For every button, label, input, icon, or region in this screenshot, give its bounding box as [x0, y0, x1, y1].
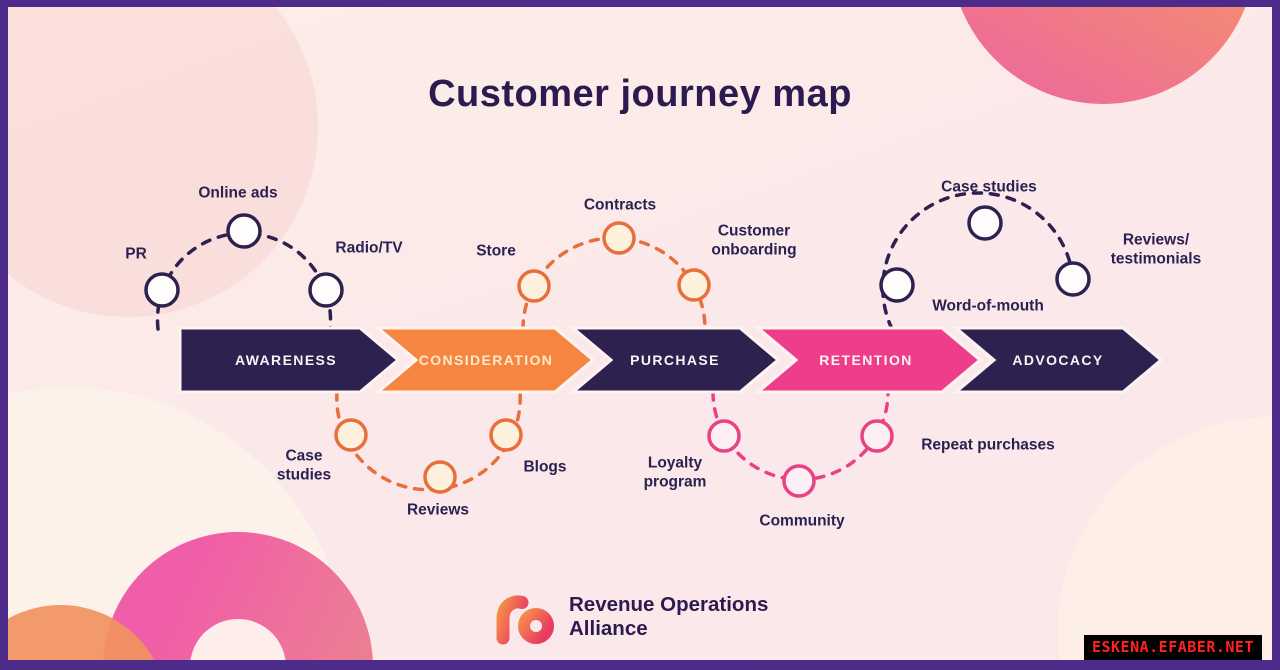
node-community — [782, 464, 816, 498]
label-radio-tv: Radio/TV — [335, 239, 403, 257]
stage-label-purchase: PURCHASE — [630, 352, 720, 368]
label-blogs: Blogs — [523, 458, 567, 476]
label-case-studies-advocacy: Case studies — [941, 178, 1037, 196]
stage-arrows — [178, 326, 1164, 394]
dark-touchpoint-nodes — [144, 205, 1091, 308]
node-case-studies — [334, 418, 368, 452]
revenue-operations-alliance-logo: Revenue Operations Alliance — [494, 589, 768, 645]
label-reviews: Reviews — [406, 501, 470, 519]
label-store: Store — [476, 242, 516, 260]
node-online-ads — [226, 213, 262, 249]
node-store — [517, 269, 551, 303]
node-blogs — [489, 418, 523, 452]
node-loyalty-program — [707, 419, 741, 453]
label-word-of-mouth: Word-of-mouth — [932, 297, 1044, 315]
page-title: Customer journey map — [428, 73, 852, 115]
label-loyalty-program: Loyalty program — [643, 454, 707, 491]
node-customer-onboarding — [677, 268, 711, 302]
node-contracts — [602, 221, 636, 255]
logo-text-line2: Alliance — [569, 617, 648, 640]
arrow-purchase — [568, 326, 781, 394]
stage-label-advocacy: ADVOCACY — [1012, 352, 1103, 368]
node-reviews-testimonials — [1055, 261, 1091, 297]
journey-diagram: AWARENESS CONSIDERATION PURCHASE RETENTI… — [144, 191, 1164, 498]
orange-touchpoint-nodes — [334, 221, 711, 494]
arrow-retention — [753, 326, 983, 394]
logo-text-line1: Revenue Operations — [569, 592, 769, 616]
arrow-consideration — [373, 326, 596, 394]
node-case-studies-advocacy — [967, 205, 1003, 241]
watermark: ESKENA.EFABER.NET — [1083, 635, 1262, 660]
label-contracts: Contracts — [583, 196, 657, 214]
node-repeat-purchases — [860, 419, 894, 453]
label-case-studies: Case studies — [276, 447, 332, 484]
arrow-advocacy — [951, 326, 1164, 394]
node-radio-tv — [308, 272, 344, 308]
logo-text: Revenue Operations Alliance — [569, 593, 768, 641]
label-online-ads: Online ads — [198, 184, 278, 202]
label-customer-onboarding: Customer onboarding — [711, 222, 797, 259]
node-reviews — [423, 460, 457, 494]
arrow-awareness — [178, 326, 401, 394]
node-word-of-mouth — [879, 267, 915, 303]
label-repeat-purchases: Repeat purchases — [921, 436, 1055, 454]
node-pr — [144, 272, 180, 308]
stage-label-retention: RETENTION — [819, 352, 913, 368]
logo-ro-mark-icon — [496, 595, 554, 645]
pink-touchpoint-nodes — [707, 419, 894, 498]
stage-label-consideration: CONSIDERATION — [419, 352, 554, 368]
stage-label-awareness: AWARENESS — [235, 352, 337, 368]
label-pr: PR — [125, 245, 147, 263]
label-reviews-testimonials: Reviews/ testimonials — [1110, 231, 1202, 268]
label-community: Community — [759, 512, 845, 530]
